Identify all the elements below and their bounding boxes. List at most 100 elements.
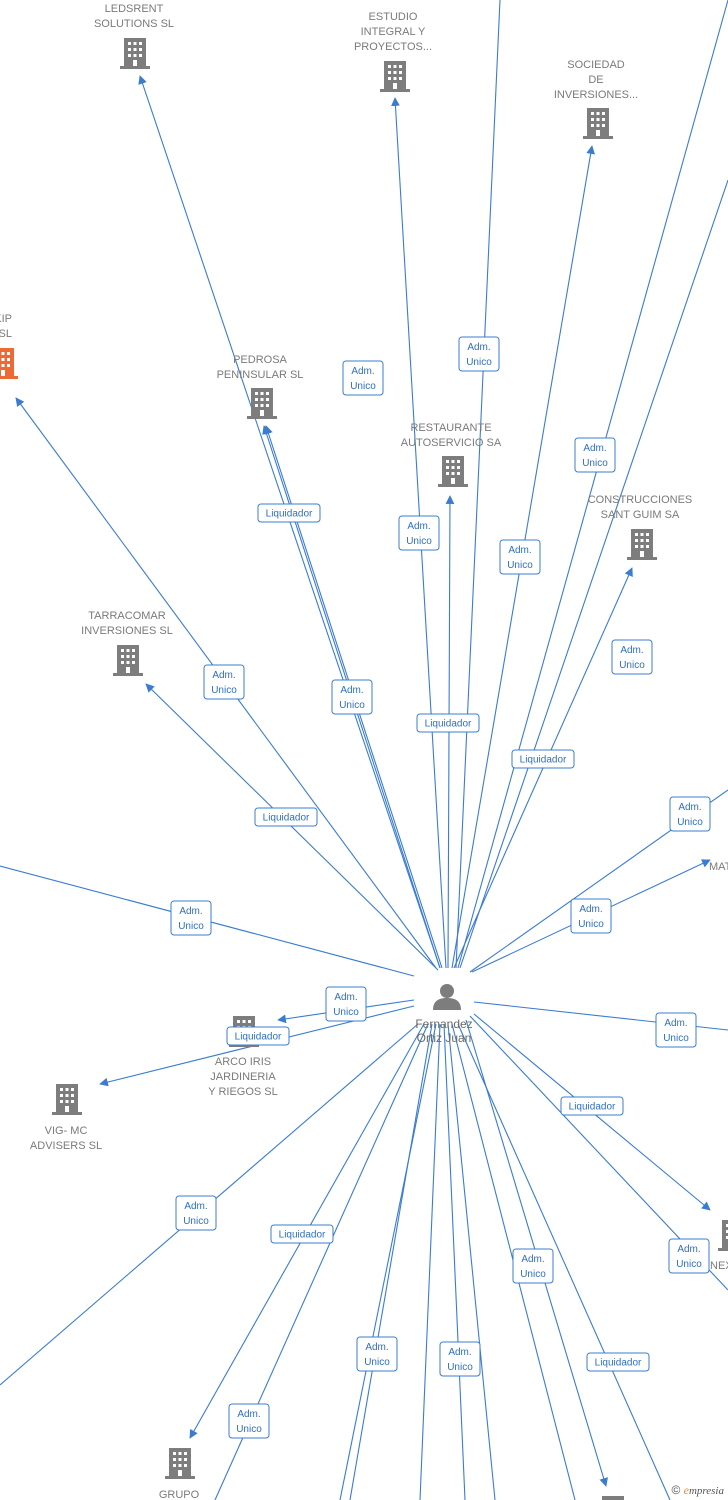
edge-label-e10[interactable]: Liquidador [416, 713, 480, 733]
edge-label-text: Unico [211, 685, 237, 696]
edge-label-e23[interactable]: Adm.Unico [668, 1238, 710, 1274]
company-node-ledsrent[interactable]: LEDSRENT SOLUTIONS SL [94, 3, 174, 69]
edge-label-text: Unico [447, 1362, 473, 1373]
edge-label-text: Unico [578, 919, 604, 930]
edge-label-e21[interactable]: Liquidador [270, 1224, 334, 1244]
company-node-sociedad[interactable]: SOCIEDAD DE INVERSIONES... [554, 59, 638, 139]
edge-label-text: Unico [507, 560, 533, 571]
edge-label-e27[interactable]: Adm. Unico [228, 1403, 270, 1439]
edge-label-text: Adm. [407, 521, 430, 532]
edge-label-text: Liquidador [235, 1032, 282, 1043]
building-icon [113, 645, 143, 676]
person-label-line: Ortiz Juan [417, 1031, 472, 1045]
edge-label-e17[interactable]: Liquidador [226, 1026, 290, 1046]
edge-label-box [512, 1248, 554, 1284]
edge-label-box [570, 898, 612, 934]
brand-initial: e [683, 1483, 689, 1497]
building-icon [247, 388, 277, 419]
edge-label-text: Unico [236, 1424, 262, 1435]
company-node-bottom[interactable] [598, 1496, 628, 1500]
company-label-line: SOCIEDAD [567, 59, 625, 71]
edge-line [455, 0, 501, 969]
edge-label-e4[interactable]: Liquidador [257, 503, 321, 523]
company-label-line: INTEGRAL Y [361, 26, 426, 38]
company-node-ekip[interactable]: EKIPSL [0, 313, 18, 379]
edge-label-e15[interactable]: Adm. Unico [570, 898, 612, 934]
edge-label-text: Adm. [579, 904, 602, 915]
edge-label-e19[interactable]: Liquidador [560, 1096, 624, 1116]
company-label-line: MAT [709, 861, 728, 873]
company-label-line: ADVISERS SL [30, 1140, 102, 1152]
company-label-line: Y RIEGOS SL [208, 1086, 278, 1098]
company-node-mat[interactable]: MAT [709, 846, 728, 877]
company-label-line: DE [588, 74, 603, 86]
edge-label-text: Unico [350, 381, 376, 392]
edge-label-text: Unico [364, 1357, 390, 1368]
edge-label-box [270, 1224, 334, 1244]
edge-label-e5[interactable]: Adm.Unico [398, 515, 440, 551]
edge-label-e8[interactable]: Adm.Unico [331, 679, 373, 715]
edge-label-e26[interactable]: Liquidador [586, 1352, 650, 1372]
company-node-grupo[interactable]: GRUPO [159, 1448, 200, 1500]
company-label-line: SOLUTIONS SL [94, 18, 174, 30]
edge-label-e2[interactable]: Adm.Unico [458, 336, 500, 372]
company-node-nex[interactable]: NEX [710, 1220, 728, 1272]
edge-label-box [342, 360, 384, 396]
edge-label-text: Unico [333, 1007, 359, 1018]
edge-label-text: Unico [339, 700, 365, 711]
edge-labels: Adm.UnicoAdm.UnicoAdm.UnicoLiquidadorAdm… [170, 336, 711, 1439]
edge-label-box [254, 807, 318, 827]
edge-label-e18[interactable]: Adm.Unico [655, 1012, 697, 1048]
company-label-line: INVERSIONES... [554, 89, 638, 101]
edge-label-text: Adm. [467, 342, 490, 353]
edge-label-text: Adm. [448, 1347, 471, 1358]
edge-label-e25[interactable]: Adm. Unico [439, 1341, 481, 1377]
company-label-line: PROYECTOS... [354, 41, 432, 53]
edge-label-e6[interactable]: Adm.Unico [499, 539, 541, 575]
edge-label-text: Adm. [237, 1409, 260, 1420]
edge-label-text: Adm. [212, 670, 235, 681]
edge-label-e16[interactable]: Adm.Unico [325, 986, 367, 1022]
edge-label-e7[interactable]: Adm. Unico [203, 664, 245, 700]
company-label-line: LEDSRENT [105, 3, 164, 15]
edge-label-e14[interactable]: Adm.Unico [170, 900, 212, 936]
company-label-line: NEX [710, 1260, 728, 1272]
edge-label-e11[interactable]: Liquidador [511, 749, 575, 769]
edge-label-e3[interactable]: Adm.Unico [574, 437, 616, 473]
edge-label-e20[interactable]: Adm.Unico [175, 1195, 217, 1231]
edge-label-text: Unico [677, 817, 703, 828]
edge-label-e22[interactable]: Adm.Unico [512, 1248, 554, 1284]
edge-label-box [203, 664, 245, 700]
edge-label-text: Unico [676, 1259, 702, 1270]
edge-label-e9[interactable]: Adm.Unico [611, 639, 653, 675]
edge-label-box [655, 1012, 697, 1048]
building-icon [718, 1220, 728, 1251]
edge-label-text: Liquidador [595, 1358, 642, 1369]
edge-label-text: Adm. [620, 645, 643, 656]
edge-label-box [511, 749, 575, 769]
edge-label-e13[interactable]: Adm.Unico [669, 796, 711, 832]
edge-label-e1[interactable]: Adm.Unico [342, 360, 384, 396]
edge-line [145, 683, 439, 971]
company-label-line: TARRACOMAR [88, 610, 165, 622]
edge-label-e12[interactable]: Liquidador [254, 807, 318, 827]
building-icon [438, 456, 468, 487]
edge-label-text: Unico [582, 458, 608, 469]
edge-line [349, 1023, 433, 1500]
edge-label-text: Unico [663, 1033, 689, 1044]
company-label-line: ARCO IRIS [215, 1056, 271, 1068]
company-label-line: EKIP [0, 313, 12, 325]
person-label-line: Fernandez [415, 1017, 472, 1031]
edge-label-text: Liquidador [425, 719, 472, 730]
edge-label-e24[interactable]: Adm.Unico [356, 1336, 398, 1372]
company-label-line: SANT GUIM SA [601, 509, 680, 521]
